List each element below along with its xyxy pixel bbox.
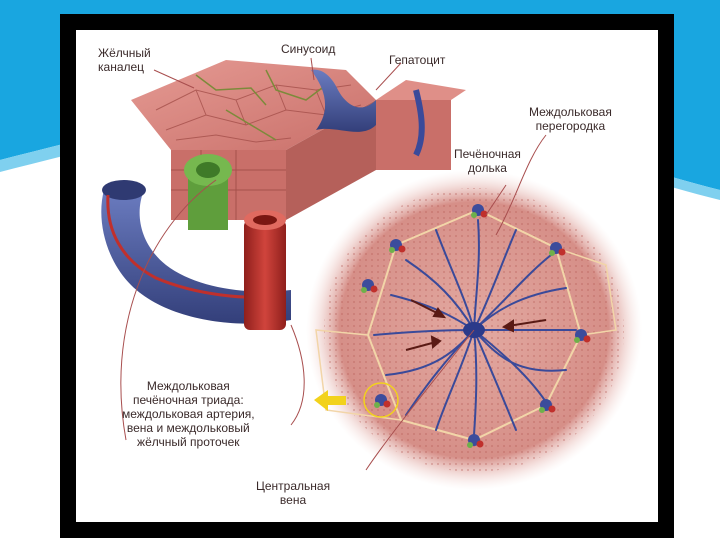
sinusoid-vessel bbox=[311, 69, 376, 132]
label-portal-triad: Междольковая печёночная триада: междольк… bbox=[122, 379, 255, 449]
label-bile-canaliculus: Жёлчный каналец bbox=[98, 46, 151, 74]
bile-duct-segment bbox=[184, 154, 232, 230]
label-interlobular-septum: Междольковая перегородка bbox=[529, 105, 612, 133]
label-hepatocyte: Гепатоцит bbox=[389, 53, 446, 67]
highlight-arrow-icon bbox=[314, 390, 346, 411]
portal-triads bbox=[361, 204, 591, 448]
portal-vein bbox=[101, 190, 291, 324]
label-hepatic-lobule: Печёночная долька bbox=[454, 147, 521, 175]
liver-diagram: Жёлчный каналец Синусоид Гепатоцит Междо… bbox=[76, 30, 658, 522]
label-central-vein: Центральная вена bbox=[256, 479, 331, 507]
label-sinusoid: Синусоид bbox=[281, 42, 336, 56]
hepatic-artery bbox=[244, 220, 286, 330]
liver-block bbox=[101, 60, 466, 330]
diagram-illustration bbox=[101, 57, 642, 490]
